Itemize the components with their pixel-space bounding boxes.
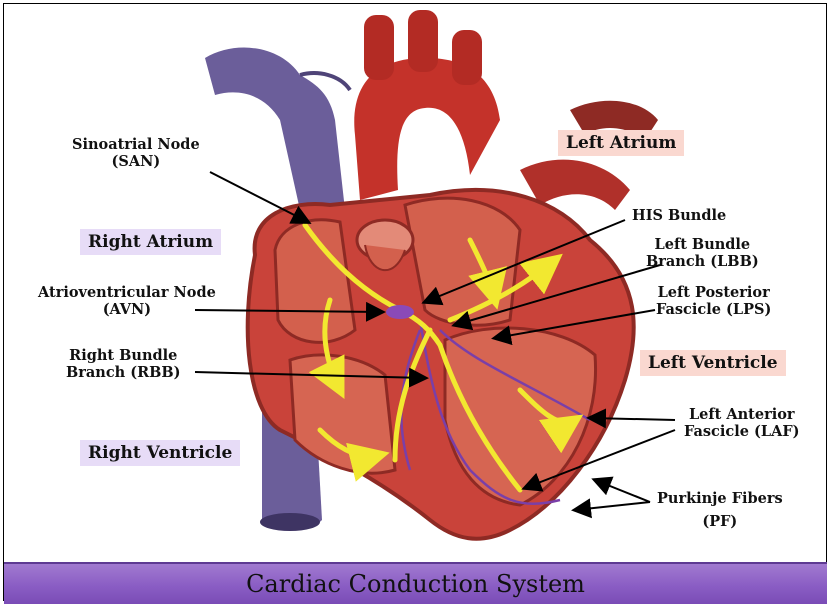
san-label: Sinoatrial Node(SAN) bbox=[72, 136, 200, 170]
avn-label: Atrioventricular Node(AVN) bbox=[38, 284, 216, 318]
his-bundle-label: HIS Bundle bbox=[632, 207, 726, 224]
diagram-title: Cardiac Conduction System bbox=[246, 570, 585, 598]
right-ventricle-label: Right Ventricle bbox=[80, 440, 240, 466]
avn-node bbox=[386, 305, 414, 319]
left-atrium-label: Left Atrium bbox=[558, 130, 684, 156]
title-banner: Cardiac Conduction System bbox=[4, 562, 827, 604]
right-atrium-label: Right Atrium bbox=[80, 229, 221, 255]
aorta bbox=[354, 10, 500, 200]
superior-vena-cava bbox=[205, 48, 350, 210]
left-ventricle-label: Left Ventricle bbox=[640, 350, 786, 376]
pf-label: Purkinje Fibers (PF) bbox=[657, 490, 783, 530]
